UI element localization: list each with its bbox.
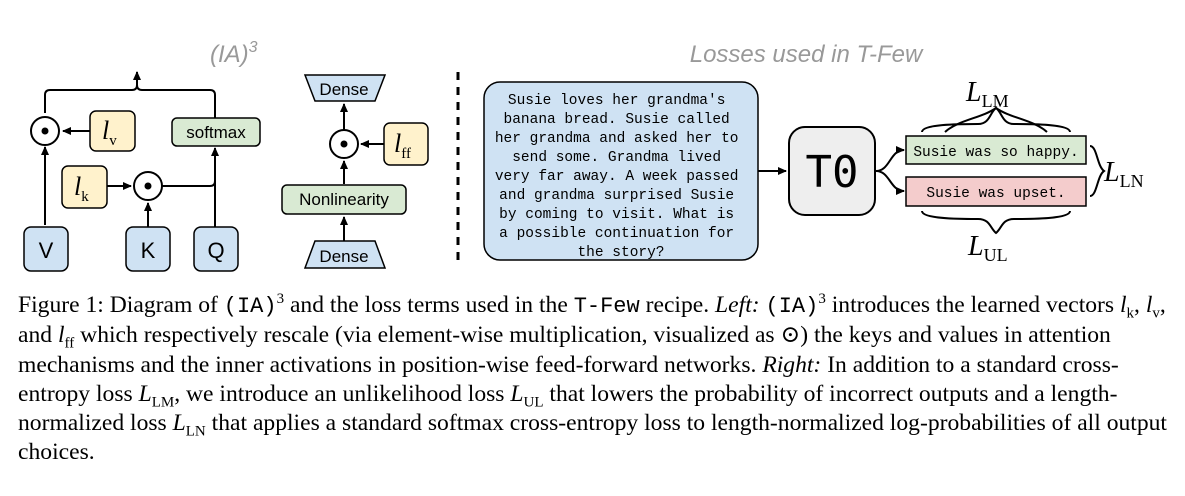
- odotk-to-softmax-line: [162, 147, 219, 187]
- lk-vector-label: lk: [74, 172, 89, 205]
- caption-text: introduces the learned vectors: [825, 292, 1120, 318]
- loss-lm-label: LLM: [965, 77, 1009, 111]
- dense-bottom-box: [303, 240, 387, 269]
- prompt-line: send some. Grandma lived: [512, 150, 721, 166]
- caption-text: recipe.: [639, 292, 716, 318]
- caption-math-sub: v: [1152, 305, 1160, 322]
- nonlinearity-box: [281, 184, 407, 215]
- prompt-line: and grandma surprised Susie: [499, 188, 734, 204]
- caption-left-label: Left:: [715, 292, 760, 318]
- v-input-label: V: [39, 238, 54, 263]
- prompt-line: by coming to visit. What is: [499, 207, 734, 223]
- caption-sup: 3: [818, 291, 826, 308]
- caption-math: L: [172, 410, 186, 437]
- dense-bottom-label: Dense: [319, 247, 368, 266]
- caption-math-sub: LM: [151, 394, 175, 411]
- ul-brace: [921, 210, 1071, 235]
- caption-text: which respectively rescale (via element-…: [18, 322, 1111, 378]
- lv-vector-box: [89, 110, 136, 152]
- q-input-box: [193, 226, 239, 272]
- prompt-line: very far away. A week passed: [495, 169, 739, 185]
- correct-output-box: [905, 135, 1087, 165]
- softmax-box: [171, 117, 261, 147]
- odot-k-dot: [144, 182, 152, 190]
- lm-brace-inner: [944, 106, 1048, 133]
- losses-title: Losses used in T-Few: [690, 41, 924, 68]
- caption-text: Figure 1: Diagram of: [18, 292, 224, 318]
- q-input-label: Q: [207, 238, 224, 263]
- caption-math: L: [138, 380, 152, 407]
- caption-math-sub: LN: [185, 423, 206, 440]
- caption-tfew: T-Few: [573, 294, 640, 319]
- caption-sup: 3: [276, 291, 285, 308]
- correct-output-label: Susie was so happy.: [913, 145, 1078, 161]
- dense-top-label: Dense: [319, 80, 368, 99]
- caption-math: l: [1145, 292, 1153, 318]
- model-to-incorrect-arrow: [875, 170, 905, 195]
- t0-model-label: T0: [806, 147, 859, 198]
- model-to-correct-arrow: [875, 146, 905, 172]
- softmax-to-top-line: [136, 84, 216, 118]
- prompt-line: banana bread. Susie called: [504, 112, 730, 128]
- t0-model-box: [788, 126, 876, 216]
- caption-text: , and: [18, 292, 1166, 349]
- odot-v-dot: [41, 127, 49, 135]
- caption-math-sub: UL: [523, 394, 544, 411]
- k-input-box: [125, 226, 171, 272]
- nonlinearity-label: Nonlinearity: [299, 190, 389, 209]
- incorrect-output-label: Susie was upset.: [926, 186, 1065, 202]
- k-input-label: K: [141, 238, 156, 263]
- ia3-title: (IA)3: [210, 39, 258, 68]
- caption-math-sub: k: [1126, 305, 1135, 322]
- caption-text: that lowers the probability of incorrect…: [18, 380, 1118, 437]
- caption-math-sub: ff: [64, 336, 75, 353]
- incorrect-output-box: [905, 176, 1087, 207]
- caption-math: l: [57, 322, 65, 349]
- caption-math: l: [1119, 292, 1127, 318]
- prompt-line: her grandma and asked her to: [495, 131, 739, 147]
- v-input-box: [23, 226, 69, 272]
- figure-diagram: (IA)3 lv softmax lk V K Q Dense lff Nonl…: [23, 39, 1144, 272]
- lm-brace: [921, 106, 1071, 133]
- figure-caption: Figure 1: Diagram of (IA)3 and the loss …: [18, 291, 1167, 466]
- caption-text: and the loss terms used in the: [284, 292, 574, 318]
- caption-ia3: (IA): [765, 294, 819, 319]
- caption-text: that applies a standard softmax cross-en…: [18, 410, 1167, 466]
- caption-math: L: [510, 380, 524, 407]
- loss-ul-label: LUL: [967, 231, 1008, 265]
- ln-brace: [1089, 145, 1106, 197]
- output-arrow: [44, 71, 141, 113]
- prompt-text: Susie loves her grandma's banana bread. …: [495, 93, 747, 261]
- lv-vector-label: lv: [102, 116, 117, 149]
- caption-ia3: (IA): [223, 294, 277, 319]
- prompt-line: a possible continuation for: [499, 226, 734, 242]
- prompt-line: Susie loves her grandma's: [508, 93, 726, 109]
- caption-right-label: Right:: [762, 351, 822, 378]
- loss-ln-label: LLN: [1103, 157, 1144, 191]
- caption-text: , we introduce an unlikelihood loss: [174, 380, 511, 407]
- lff-vector-label: lff: [394, 129, 411, 162]
- lff-vector-box: [383, 122, 429, 166]
- prompt-line: the story?: [577, 245, 664, 261]
- caption-text: In addition to a standard cross-entropy …: [18, 351, 1119, 407]
- dense-top-box: [303, 74, 387, 102]
- odot-ff-dot: [340, 140, 348, 148]
- softmax-label: softmax: [186, 123, 246, 142]
